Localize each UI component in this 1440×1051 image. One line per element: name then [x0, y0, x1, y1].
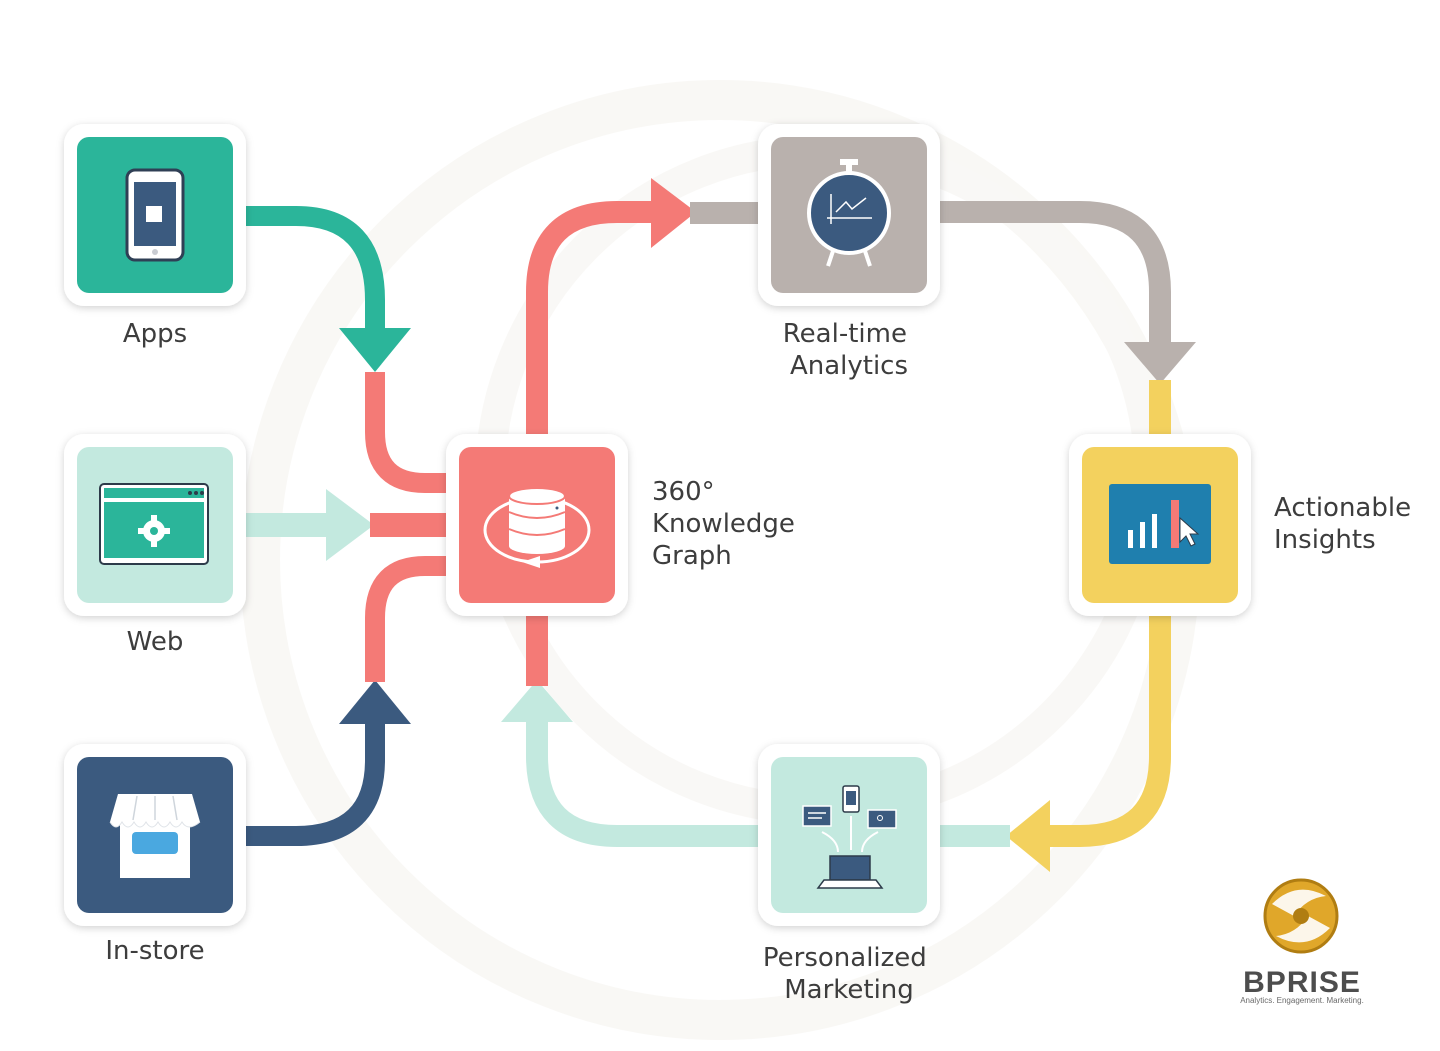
gold-swirl-logo-icon: [1263, 878, 1339, 954]
smartphone-icon: [125, 168, 185, 262]
node-web: [64, 434, 246, 616]
knowledge-to-analytics-arrow: [526, 178, 760, 434]
node-analytics-label: Real-time Analytics: [783, 319, 915, 381]
node-web-label: Web: [127, 627, 184, 657]
database-icon: [483, 487, 591, 568]
bar-chart-cursor-icon: [1109, 484, 1211, 564]
instore-to-knowledge-arrow: [246, 556, 450, 846]
node-instore: [64, 744, 246, 926]
bprise-logo: BPRISE Analytics. Engagement. Marketing.: [1240, 878, 1364, 1005]
node-apps-label: Apps: [123, 319, 187, 349]
browser-gear-icon: [99, 483, 209, 565]
node-analytics: [758, 124, 940, 306]
laptop-devices-icon: [802, 785, 897, 889]
logo-tagline: Analytics. Engagement. Marketing.: [1240, 996, 1364, 1005]
node-marketing-label: Personalized Marketing: [763, 943, 935, 1005]
stopwatch-chart-icon: [807, 159, 891, 267]
node-knowledge-label: 360° Knowledge Graph: [652, 477, 803, 571]
node-knowledge-graph: [446, 434, 628, 616]
node-insights-label: Actionable Insights: [1274, 493, 1419, 555]
insights-to-marketing-arrow: [940, 616, 1171, 872]
logo-name: BPRISE: [1243, 966, 1361, 999]
node-instore-label: In-store: [105, 936, 204, 966]
analytics-to-insights-arrow: [940, 201, 1196, 436]
node-marketing: [758, 744, 940, 926]
web-to-knowledge-arrow: [246, 489, 450, 561]
node-apps: [64, 124, 246, 306]
storefront-icon: [109, 794, 201, 878]
marketing-to-knowledge-arrow: [501, 612, 760, 847]
apps-to-knowledge-arrow: [246, 206, 450, 493]
node-insights: [1069, 434, 1251, 616]
